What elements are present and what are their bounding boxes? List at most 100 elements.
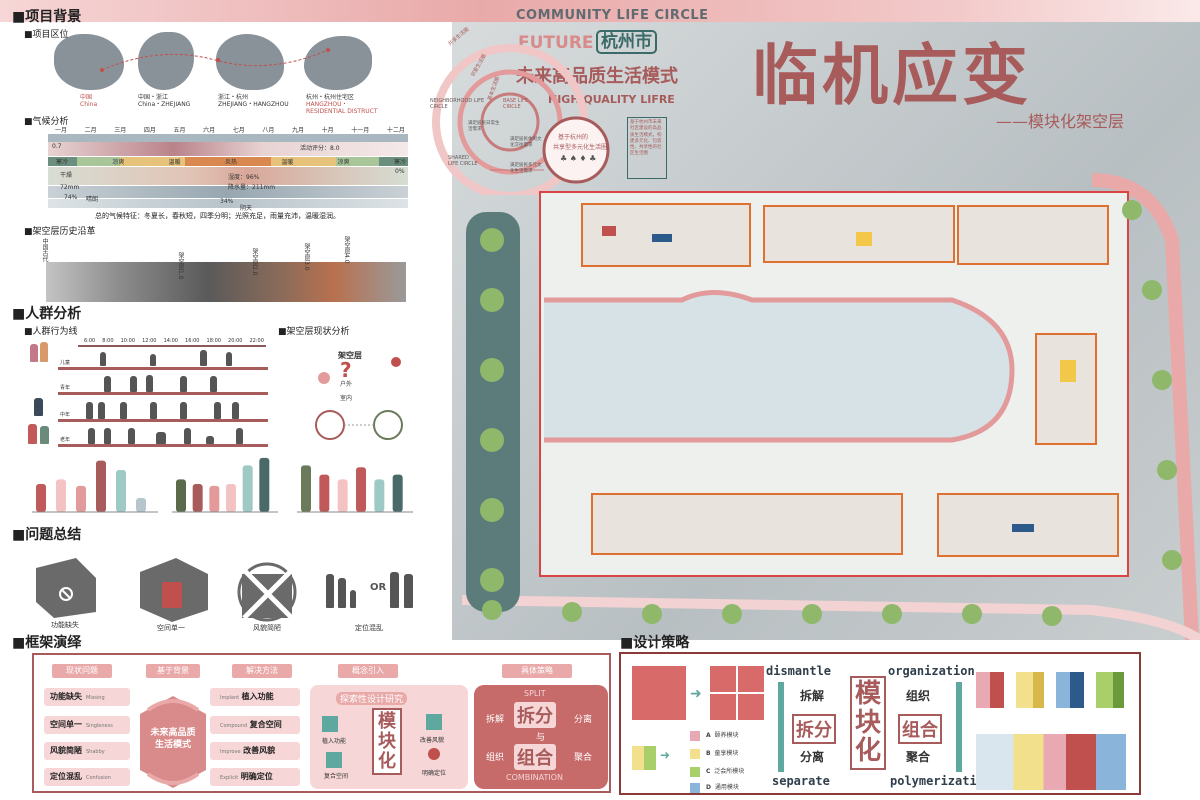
chaijie-label: 拆解 — [800, 689, 825, 703]
history-label-2: 架空层2.0 — [251, 248, 258, 276]
combine-main: 组合 — [514, 744, 556, 770]
problem-label-missing: 功能缺失 — [51, 621, 79, 629]
problem-icon-single — [140, 558, 208, 622]
person-figure — [210, 376, 217, 392]
district-map — [304, 36, 372, 90]
person-figure — [28, 424, 37, 444]
rain-label: 降水量：211mm — [228, 184, 276, 191]
group-label-middle: 中年 — [60, 412, 71, 418]
problem-icon-confusion — [326, 568, 416, 614]
bar — [209, 485, 220, 512]
person-figure — [128, 428, 135, 444]
history-label-4: 架空层4.0 — [343, 236, 350, 264]
history-title: ■架空层历史沿革 — [24, 227, 96, 237]
inner-ring — [480, 92, 540, 152]
site-plan — [461, 173, 1200, 640]
module-swatch — [690, 730, 700, 741]
organization-label: organization — [888, 664, 975, 678]
bar-chart-mid — [172, 457, 278, 513]
person-figure — [232, 402, 239, 419]
base-label: BASE LIFE CIRCLE — [503, 98, 529, 110]
background-text: 未来高品质生活模式 — [150, 728, 196, 750]
city-badge: 杭州市 — [596, 30, 657, 54]
group-label-children: 儿童 — [60, 360, 71, 366]
person-figure — [88, 428, 95, 444]
section-framework-title: ■框架演绎 — [12, 635, 82, 651]
combo-tile — [1016, 672, 1044, 708]
combo-tile — [1056, 672, 1084, 708]
concept-main: 模块化 — [372, 708, 402, 776]
whole-square — [632, 666, 686, 720]
module-row: B 童享模块 — [690, 748, 780, 759]
problem-label-single: 空间单一 — [157, 624, 185, 632]
main-module: 模块化 — [850, 676, 886, 770]
and-label: 与 — [536, 733, 546, 743]
zuzhi-label: 组织 — [906, 689, 931, 703]
problem-icon-missing — [36, 558, 96, 618]
zuhe-label: 组合 — [898, 714, 942, 744]
bar — [259, 457, 270, 512]
climate-summary: 总的气候特征：冬夏长，春秋短，四季分明；光照充足，雨量充沛，温暖湿润。 — [95, 212, 340, 220]
split-square — [710, 666, 764, 720]
section-strategy-title: ■设计策略 — [620, 635, 690, 651]
person-figure — [130, 376, 137, 392]
person-figure — [184, 428, 191, 444]
person-figure — [98, 402, 105, 419]
history-label-1: 架空层1.0 — [177, 252, 184, 280]
life-circle-diagram — [432, 44, 610, 195]
history-label-0: 中国古代 — [41, 238, 48, 262]
bar — [242, 465, 253, 512]
location-title: ■项目区位 — [24, 30, 69, 40]
combine-left: 组织 — [486, 753, 505, 763]
val-07: 0.7 — [52, 143, 62, 150]
chaifen-label: 拆分 — [792, 714, 836, 744]
subtitle: ——模块化架空层 — [996, 112, 1125, 131]
note-1: 满足居民日常生活需求 — [468, 121, 500, 132]
problem-icon-shabby — [237, 562, 297, 622]
months-row: 一月二月三月四月五月六月七月八月九月十月十一月十二月 — [55, 127, 405, 134]
person-figure — [180, 402, 187, 419]
neighborhood-label: NEIGHBORHOOD LIFE CIRCLE — [430, 98, 485, 110]
bar — [76, 485, 86, 512]
concept-label-3: 明确定位 — [422, 770, 447, 777]
map-link-line — [100, 48, 330, 72]
concept-label-1: 复合空间 — [324, 773, 349, 780]
group-line-elderly — [58, 444, 268, 447]
module-row: A 颐养模块 — [690, 730, 780, 741]
group-line-middle — [58, 419, 268, 422]
shared-label: SHARED LIFE CIRCLE — [448, 155, 478, 167]
person-figure — [104, 376, 111, 392]
temp-row: 寒冷凉爽温暖炎热温暖凉爽寒冷 — [56, 159, 406, 166]
bar-chart-right — [297, 465, 413, 513]
mini-grid — [632, 746, 656, 770]
person-figure — [226, 352, 232, 366]
person-figure — [200, 350, 207, 366]
module-swatch — [690, 748, 700, 759]
module-swatch — [690, 782, 700, 793]
bar — [192, 484, 203, 512]
person-figure — [86, 402, 93, 419]
bar — [356, 467, 366, 512]
updown-arrow-right — [956, 682, 962, 772]
person-figure — [150, 354, 156, 366]
method-pill: Compound 复合空间 — [210, 716, 300, 734]
juhe-label: 聚合 — [906, 750, 931, 764]
ring-sub: 共享型多元化生活圈 — [553, 144, 608, 151]
person-figure — [40, 342, 48, 362]
climate-title: ■气候分析 — [24, 117, 69, 127]
bar — [319, 474, 330, 512]
history-strip — [46, 262, 406, 302]
status-diagram — [310, 340, 430, 450]
module-swatch — [690, 766, 700, 777]
section-crowd-title: ■人群分析 — [12, 306, 82, 322]
note-2: 满足居民休闲文化交往需求 — [510, 137, 542, 148]
bar — [226, 484, 236, 512]
person-figure — [206, 436, 214, 444]
bar — [116, 470, 126, 512]
p72-label: 72mm — [60, 184, 80, 191]
method-pill: Implant 植入功能 — [210, 688, 300, 706]
status-label-main: 架空层 — [338, 351, 362, 360]
